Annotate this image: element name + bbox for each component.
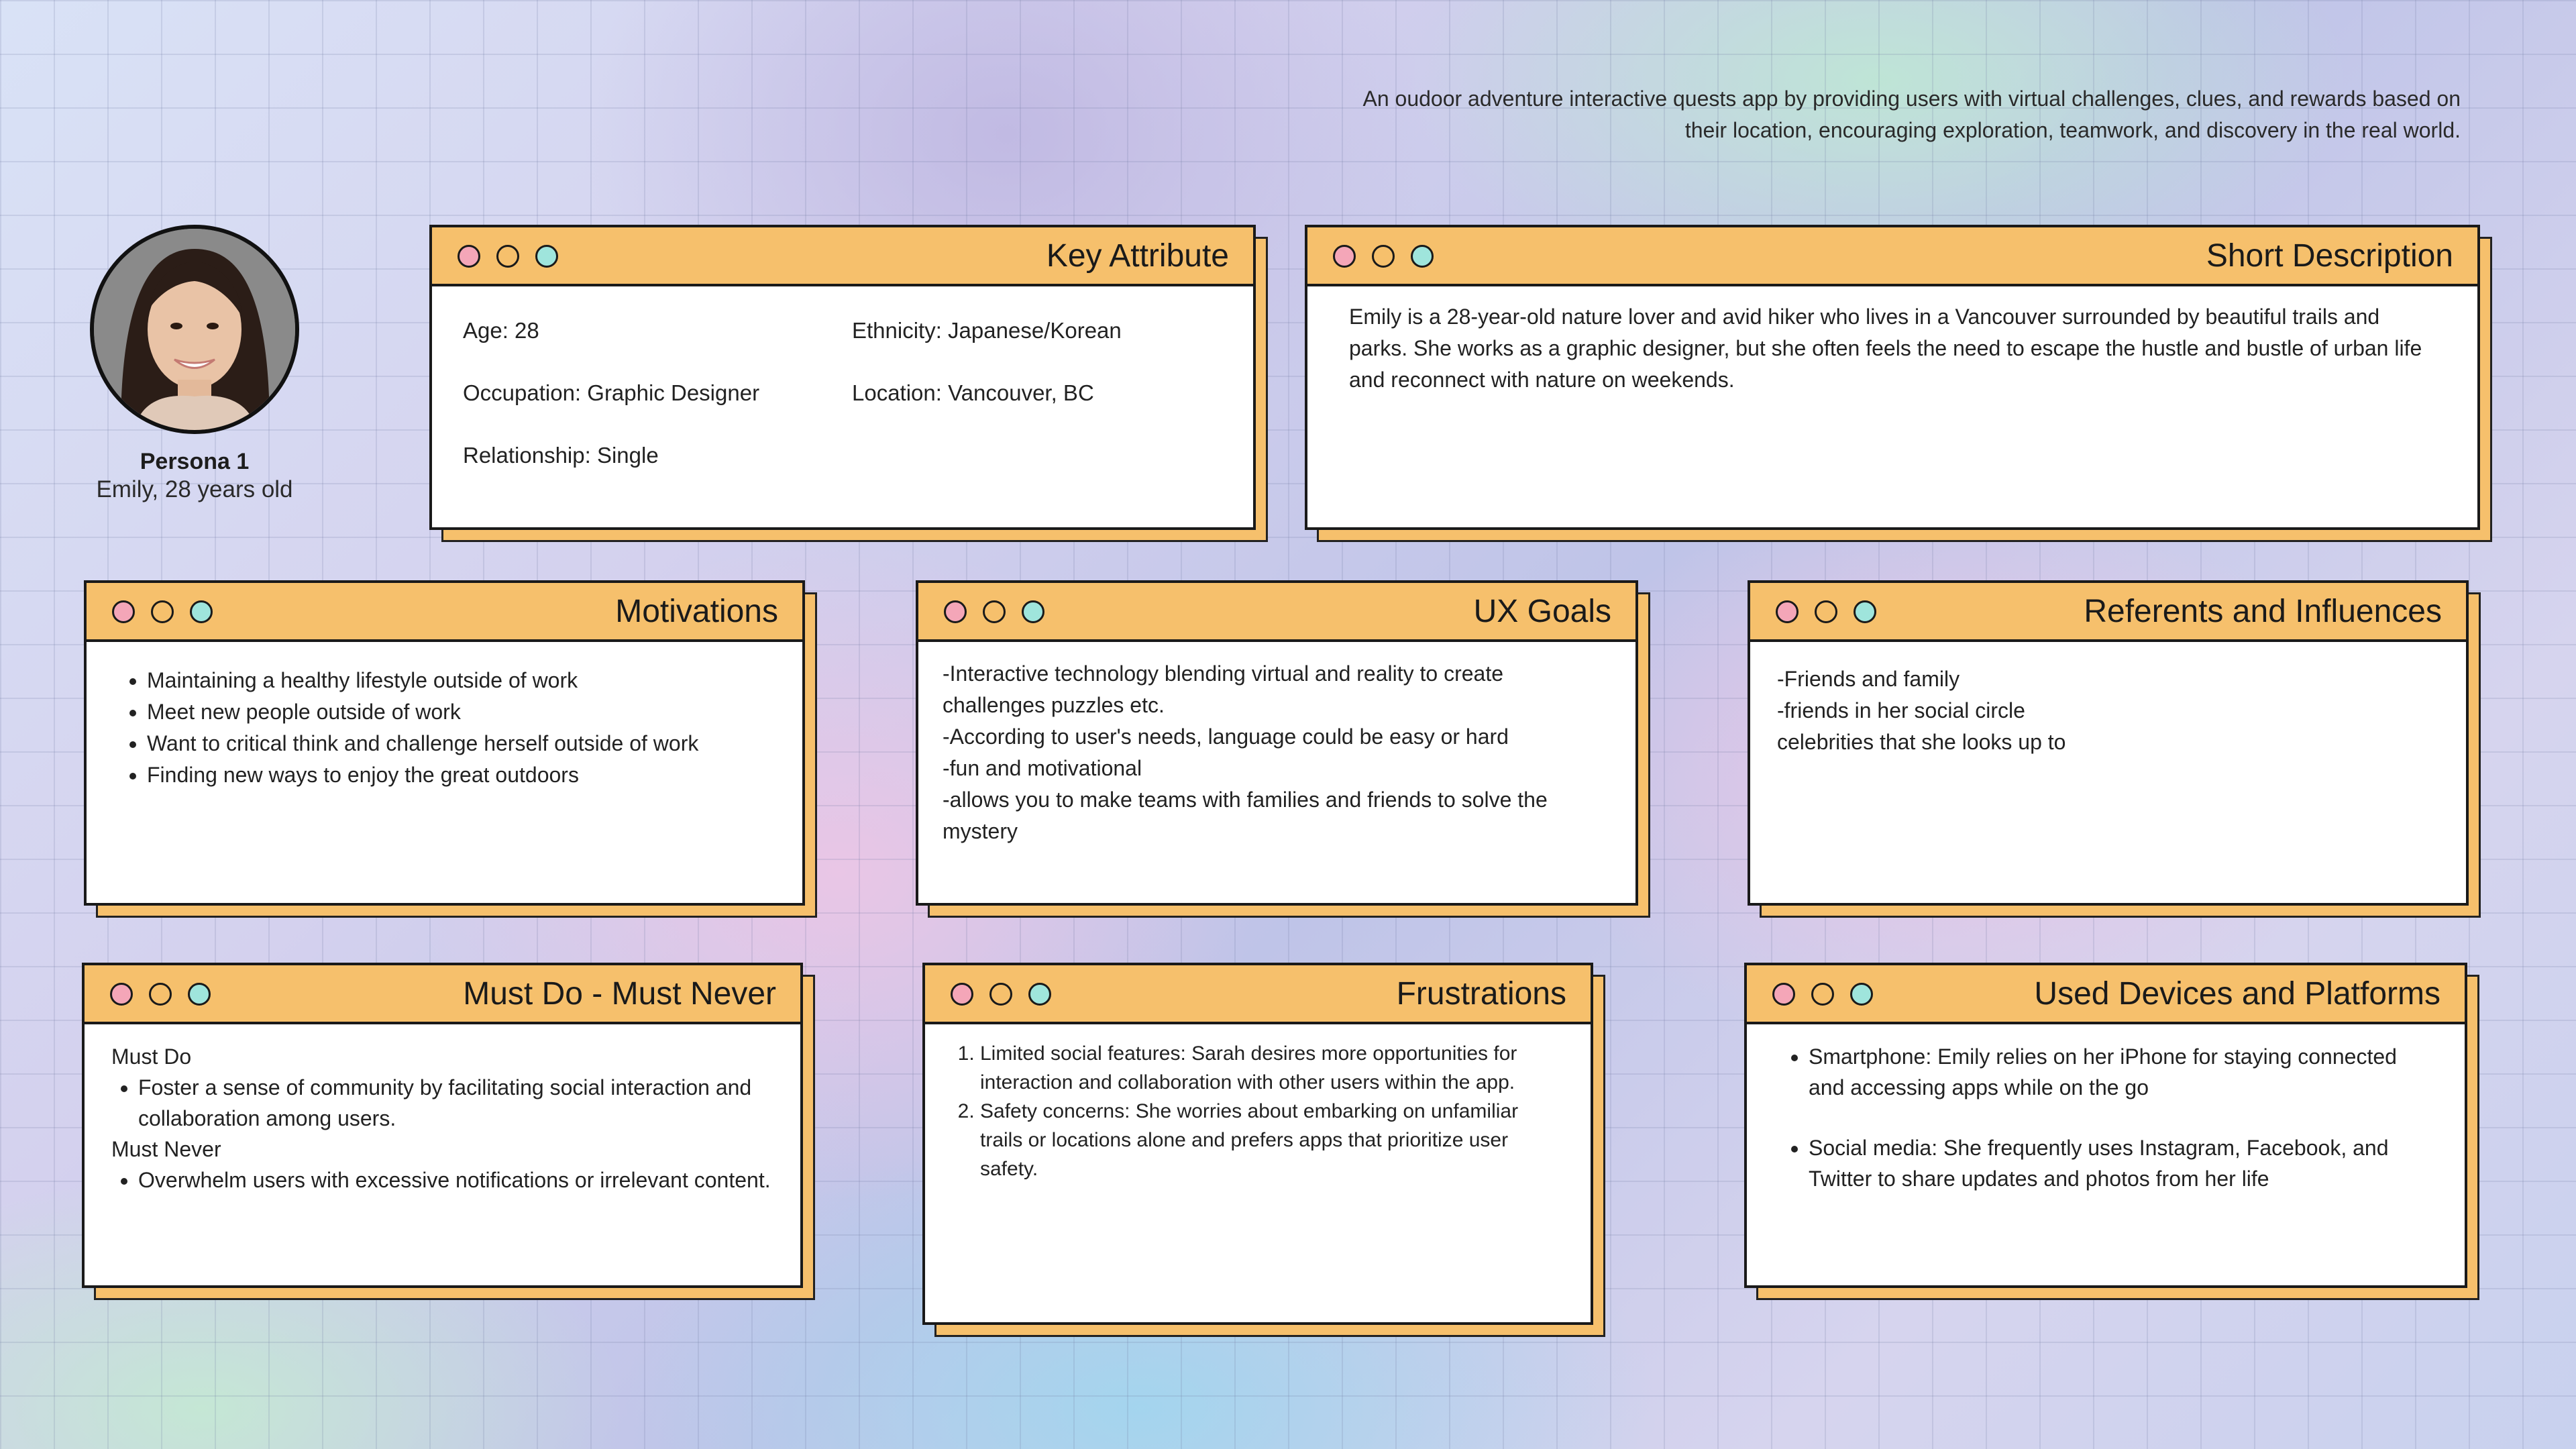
list-item: Safety concerns: She worries about embar… xyxy=(980,1097,1544,1183)
avatar-portrait-icon xyxy=(94,229,295,430)
card-devices-platforms: Used Devices and Platforms Smartphone: E… xyxy=(1744,963,2479,1300)
attribute-ethnicity: Ethnicity: Japanese/Korean xyxy=(852,318,1122,343)
description-text: Emily is a 28-year-old nature lover and … xyxy=(1349,305,2422,392)
pink-dot-icon xyxy=(951,983,973,1006)
persona-label: Persona 1 xyxy=(140,449,250,474)
pink-dot-icon xyxy=(1776,600,1799,623)
teal-dot-icon xyxy=(535,245,558,268)
must-never-label: Must Never xyxy=(111,1137,221,1161)
pink-dot-icon xyxy=(1772,983,1795,1006)
orange-dot-icon xyxy=(983,600,1006,623)
card-title: UX Goals xyxy=(1473,594,1611,629)
list-item: Finding new ways to enjoy the great outd… xyxy=(147,759,722,791)
pink-dot-icon xyxy=(944,600,967,623)
frustrations-list: Limited social features: Sarah desires m… xyxy=(952,1039,1544,1183)
attribute-relationship: Relationship: Single xyxy=(463,443,659,468)
orange-dot-icon xyxy=(151,600,174,623)
card-short-description: Short Description Emily is a 28-year-old… xyxy=(1305,225,2492,542)
attribute-age: Age: 28 xyxy=(463,318,539,343)
ux-goal-line: -allows you to make teams with families … xyxy=(943,788,1548,843)
teal-dot-icon xyxy=(1022,600,1044,623)
ux-goal-line: -According to user's needs, language cou… xyxy=(943,724,1509,749)
ux-goal-line: -Interactive technology blending virtual… xyxy=(943,661,1504,717)
teal-dot-icon xyxy=(1028,983,1051,1006)
persona-profile: Persona 1 Emily, 28 years old xyxy=(74,225,315,503)
list-item: Overwhelm users with excessive notificat… xyxy=(138,1165,773,1195)
card-title: Frustrations xyxy=(1396,976,1566,1012)
card-must-do-must-never: Must Do - Must Never Must Do Foster a se… xyxy=(82,963,815,1300)
orange-dot-icon xyxy=(1815,600,1837,623)
list-item: Want to critical think and challenge her… xyxy=(147,728,722,759)
card-title: Used Devices and Platforms xyxy=(2034,976,2440,1012)
orange-dot-icon xyxy=(496,245,519,268)
card-title: Motivations xyxy=(615,594,778,629)
teal-dot-icon xyxy=(190,600,213,623)
avatar xyxy=(90,225,299,434)
card-title: Short Description xyxy=(2206,238,2453,274)
devices-list: Smartphone: Emily relies on her iPhone f… xyxy=(1782,1041,2411,1194)
orange-dot-icon xyxy=(989,983,1012,1006)
card-frustrations: Frustrations Limited social features: Sa… xyxy=(922,963,1605,1337)
list-item: Limited social features: Sarah desires m… xyxy=(980,1039,1544,1097)
card-title: Key Attribute xyxy=(1046,238,1229,274)
list-item: Foster a sense of community by facilitat… xyxy=(138,1072,773,1134)
attribute-occupation: Occupation: Graphic Designer xyxy=(463,380,760,405)
pink-dot-icon xyxy=(1333,245,1356,268)
teal-dot-icon xyxy=(188,983,211,1006)
app-tagline: An oudoor adventure interactive quests a… xyxy=(1362,87,2461,142)
referent-line: -friends in her social circle xyxy=(1777,698,2025,722)
list-item: Smartphone: Emily relies on her iPhone f… xyxy=(1809,1041,2411,1103)
motivations-list: Maintaining a healthy lifestyle outside … xyxy=(120,665,722,791)
orange-dot-icon xyxy=(1372,245,1395,268)
pink-dot-icon xyxy=(458,245,480,268)
list-item: Maintaining a healthy lifestyle outside … xyxy=(147,665,722,696)
card-title: Must Do - Must Never xyxy=(463,976,776,1012)
referent-line: celebrities that she looks up to xyxy=(1777,730,2066,754)
orange-dot-icon xyxy=(149,983,172,1006)
pink-dot-icon xyxy=(112,600,135,623)
teal-dot-icon xyxy=(1850,983,1873,1006)
teal-dot-icon xyxy=(1854,600,1876,623)
card-motivations: Motivations Maintaining a healthy lifest… xyxy=(84,580,817,918)
teal-dot-icon xyxy=(1411,245,1434,268)
list-item: Social media: She frequently uses Instag… xyxy=(1809,1132,2411,1194)
attribute-location: Location: Vancouver, BC xyxy=(852,380,1094,405)
referent-line: -Friends and family xyxy=(1777,667,1960,691)
card-key-attribute: Key Attribute Age: 28 Ethnicity: Japanes… xyxy=(429,225,1268,542)
list-item: Meet new people outside of work xyxy=(147,696,722,728)
card-ux-goals: UX Goals -Interactive technology blendin… xyxy=(916,580,1650,918)
orange-dot-icon xyxy=(1811,983,1834,1006)
must-do-label: Must Do xyxy=(111,1044,192,1069)
card-referents: Referents and Influences -Friends and fa… xyxy=(1748,580,2481,918)
card-title: Referents and Influences xyxy=(2084,594,2442,629)
ux-goal-line: -fun and motivational xyxy=(943,756,1142,780)
persona-subtitle: Emily, 28 years old xyxy=(96,476,293,502)
pink-dot-icon xyxy=(110,983,133,1006)
